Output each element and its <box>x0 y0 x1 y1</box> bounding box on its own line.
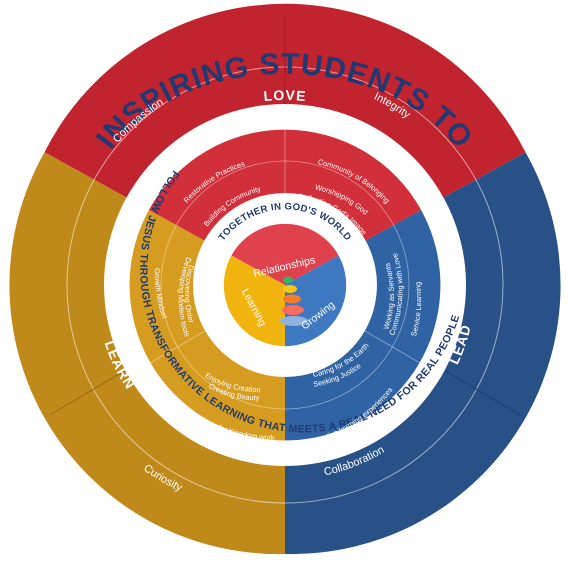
core-pie <box>223 223 347 347</box>
joy-value-label: Joy <box>441 248 456 267</box>
practices-thin-divider-ring <box>160 160 410 410</box>
relationships-core-sector <box>231 223 339 285</box>
practice-discovering-order: Discovering Order <box>183 264 196 325</box>
lead-practice-divider <box>359 327 421 364</box>
learn-practice-divider <box>149 327 211 364</box>
stacked-stones-icon <box>280 276 308 326</box>
love-band-label: LOVE <box>263 87 307 104</box>
learning-core-sector <box>223 255 285 347</box>
